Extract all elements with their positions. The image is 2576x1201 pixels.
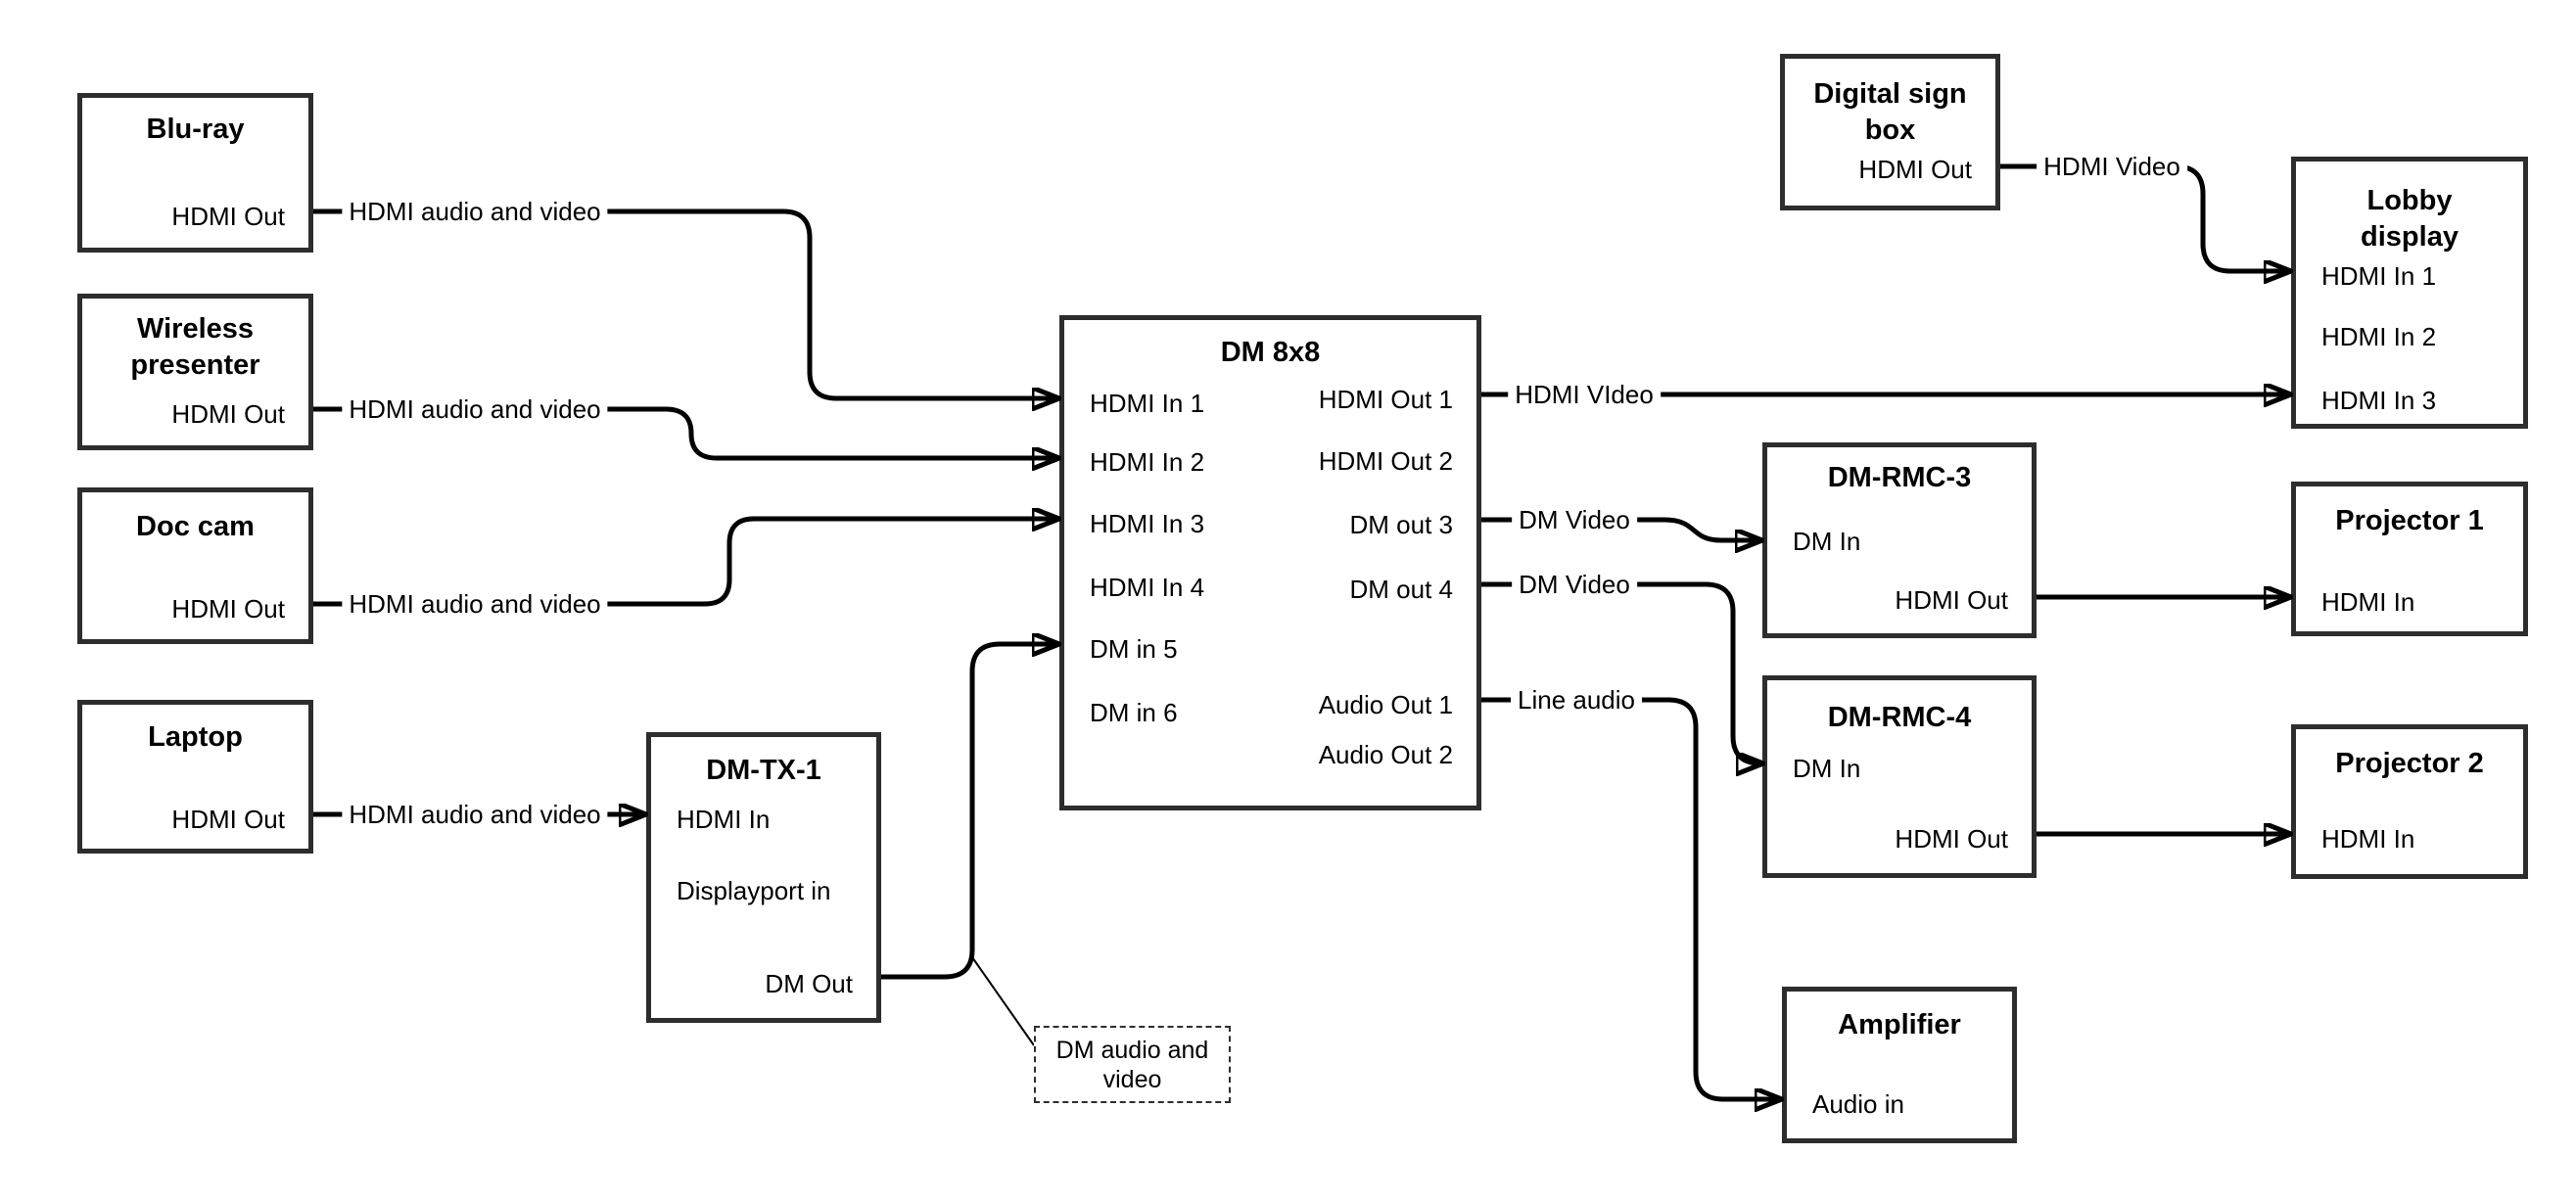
port-audio-out-1: Audio Out 1 bbox=[1318, 690, 1453, 719]
port-hdmi-out: HDMI Out bbox=[1895, 585, 2008, 615]
port-hdmi-out-1: HDMI Out 1 bbox=[1318, 385, 1453, 414]
connection-bluray-to-dm8x8-hdmi-in-1 bbox=[313, 208, 1057, 398]
node-dm-8x8: DM 8x8 HDMI In 1 HDMI In 2 HDMI In 3 HDM… bbox=[1059, 315, 1481, 810]
port-hdmi-out: HDMI Out bbox=[171, 594, 285, 624]
node-amplifier: Amplifier Audio in bbox=[1782, 987, 2017, 1143]
port-dm-in-6: DM in 6 bbox=[1090, 698, 1178, 727]
port-dm-in: DM In bbox=[1793, 527, 1861, 556]
port-dm-in-5: DM in 5 bbox=[1090, 634, 1178, 664]
node-title: Projector 2 bbox=[2335, 748, 2484, 779]
port-hdmi-in-1: HDMI In 1 bbox=[2321, 261, 2437, 291]
node-projector-1: Projector 1 HDMI In bbox=[2291, 482, 2528, 636]
port-hdmi-in-1: HDMI In 1 bbox=[1090, 389, 1205, 418]
connection-dm8x8-dmout4-to-rmc4-dm-in bbox=[1481, 581, 1761, 763]
port-hdmi-in-3: HDMI In 3 bbox=[1090, 509, 1205, 538]
node-projector-2: Projector 2 HDMI In bbox=[2291, 724, 2528, 879]
port-hdmi-in: HDMI In bbox=[677, 805, 771, 834]
connection-dmtx1-dmout-to-dm8x8-dm-in-5 bbox=[881, 644, 1057, 980]
node-doc-cam: Doc cam HDMI Out bbox=[77, 487, 313, 644]
wire-label-dm-video-out3: DM Video bbox=[1512, 504, 1637, 535]
node-wireless-presenter: Wireless presenter HDMI Out bbox=[77, 294, 313, 450]
node-title: DM-TX-1 bbox=[706, 755, 821, 786]
node-title: Projector 1 bbox=[2335, 505, 2484, 536]
wire-label-hdmi-video-out1: HDMI VIdeo bbox=[1508, 379, 1661, 410]
wire-label-hdmi-audio-video-wireless: HDMI audio and video bbox=[342, 393, 608, 425]
node-title: DM-RMC-3 bbox=[1827, 462, 1972, 493]
wire-label-hdmi-audio-video-doccam: HDMI audio and video bbox=[342, 588, 608, 620]
note-text: DM audio and video bbox=[1055, 1036, 1209, 1093]
port-displayport-in: Displayport in bbox=[677, 876, 831, 905]
node-title: Wireless presenter bbox=[130, 313, 260, 381]
connection-dm8x8-audioout1-to-amplifier-audio-in bbox=[1481, 697, 1780, 1099]
node-title: Doc cam bbox=[136, 511, 255, 542]
node-title: Amplifier bbox=[1838, 1009, 1961, 1040]
port-hdmi-in-4: HDMI In 4 bbox=[1090, 573, 1205, 602]
port-dm-out-4: DM out 4 bbox=[1349, 575, 1454, 604]
port-hdmi-out: HDMI Out bbox=[171, 202, 285, 231]
port-audio-in: Audio in bbox=[1812, 1089, 1904, 1119]
port-hdmi-in: HDMI In bbox=[2321, 587, 2415, 617]
port-hdmi-out: HDMI Out bbox=[171, 805, 285, 834]
wire-label-dm-video-out4: DM Video bbox=[1512, 569, 1637, 600]
node-title: DM-RMC-4 bbox=[1827, 702, 1972, 733]
note-leader-line bbox=[971, 956, 1035, 1046]
node-laptop: Laptop HDMI Out bbox=[77, 700, 313, 854]
wire-label-hdmi-audio-video-laptop: HDMI audio and video bbox=[342, 799, 608, 830]
wire-label-line-audio: Line audio bbox=[1511, 684, 1642, 716]
node-lobby-display: Lobby display HDMI In 1 HDMI In 2 HDMI I… bbox=[2291, 157, 2528, 429]
port-hdmi-out: HDMI Out bbox=[171, 399, 285, 429]
node-bluray: Blu-ray HDMI Out bbox=[77, 93, 313, 253]
node-dm-tx-1: DM-TX-1 HDMI In Displayport in DM Out bbox=[646, 732, 881, 1023]
port-dm-out-3: DM out 3 bbox=[1349, 510, 1454, 539]
node-title: Lobby display bbox=[2361, 185, 2459, 253]
node-dm-rmc-3: DM-RMC-3 DM In HDMI Out bbox=[1762, 442, 2037, 638]
node-title: DM 8x8 bbox=[1220, 337, 1321, 368]
port-dm-in: DM In bbox=[1793, 754, 1861, 783]
wire-label-hdmi-audio-video-bluray: HDMI audio and video bbox=[342, 196, 608, 227]
node-digital-sign-box: Digital sign box HDMI Out bbox=[1780, 54, 2000, 210]
note-dm-audio-and-video: DM audio and video bbox=[1034, 1026, 1231, 1103]
port-hdmi-out-2: HDMI Out 2 bbox=[1318, 446, 1453, 476]
port-hdmi-in-2: HDMI In 2 bbox=[2321, 322, 2437, 351]
node-title: Digital sign box bbox=[1813, 78, 1967, 146]
port-hdmi-out: HDMI Out bbox=[1895, 824, 2008, 854]
wire-label-hdmi-video-digitalsign: HDMI Video bbox=[2037, 151, 2187, 182]
port-dm-out: DM Out bbox=[765, 969, 853, 998]
port-hdmi-out: HDMI Out bbox=[1858, 155, 1972, 184]
port-hdmi-in: HDMI In bbox=[2321, 824, 2415, 854]
port-hdmi-in-2: HDMI In 2 bbox=[1090, 447, 1205, 477]
node-title: Blu-ray bbox=[146, 114, 245, 145]
port-hdmi-in-3: HDMI In 3 bbox=[2321, 386, 2437, 415]
connection-digitalsign-to-lobby-hdmi-in-1 bbox=[2000, 163, 2289, 271]
node-title: Laptop bbox=[148, 721, 243, 753]
node-dm-rmc-4: DM-RMC-4 DM In HDMI Out bbox=[1762, 675, 2037, 878]
port-audio-out-2: Audio Out 2 bbox=[1318, 740, 1453, 769]
